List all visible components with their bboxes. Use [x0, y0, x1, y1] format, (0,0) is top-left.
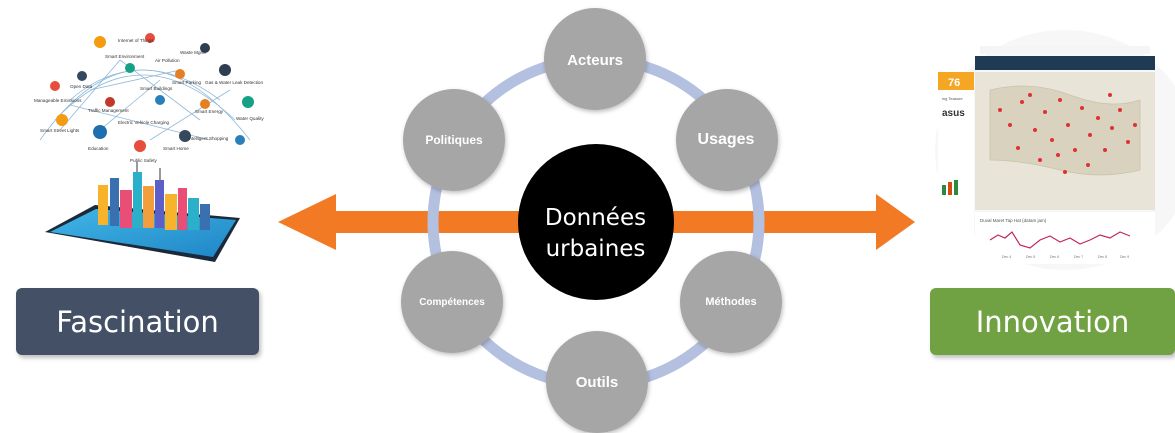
node-acteurs: [544, 8, 646, 110]
svg-text:Dec 4: Dec 4: [1002, 255, 1011, 259]
innovation-label: Innovation: [975, 304, 1130, 339]
svg-text:asus: asus: [942, 108, 965, 119]
svg-text:Gas & Water Leak Detection: Gas & Water Leak Detection: [205, 80, 263, 85]
dashboard-header: [975, 56, 1155, 70]
svg-text:Public Safety: Public Safety: [130, 158, 158, 163]
svg-text:Open Data: Open Data: [70, 84, 93, 89]
node-label-outils: Outils: [575, 373, 619, 391]
node-methodes: [680, 251, 782, 353]
dashboard-sidebar: [938, 72, 974, 262]
map-markers: [998, 93, 1137, 174]
svg-text:Dec 8: Dec 8: [1098, 255, 1107, 259]
center-label-line1: Données: [544, 205, 647, 231]
node-outils: [546, 331, 648, 433]
svg-text:Dec 6: Dec 6: [1050, 255, 1059, 259]
iot-icons: [50, 33, 254, 152]
svg-text:Dec 5: Dec 5: [1026, 255, 1035, 259]
center-circle: [518, 144, 674, 300]
dashboard-illustration: 76 ing Teasure asus Duval Maret Tap Hat …: [935, 30, 1175, 270]
iot-labels: Internet of Things Smart Environment Air…: [34, 38, 264, 163]
center-label: Données urbaines: [518, 188, 673, 280]
node-label-usages: Usages: [697, 131, 755, 148]
svg-text:Traffic Management: Traffic Management: [88, 108, 129, 113]
svg-text:Smart Buildings: Smart Buildings: [140, 86, 173, 91]
svg-text:Smart Street Lights: Smart Street Lights: [40, 128, 80, 133]
node-label-methodes: Méthodes: [705, 296, 757, 308]
fascination-box: Fascination: [16, 288, 259, 355]
fascination-label: Fascination: [56, 304, 219, 339]
chart-line: [989, 231, 1131, 249]
svg-text:Electric Vehicle Charging: Electric Vehicle Charging: [118, 120, 170, 125]
dashboard-number: 76: [948, 77, 960, 89]
node-label-acteurs: Acteurs: [567, 51, 623, 69]
city-tablet: [45, 162, 240, 262]
svg-text:Dec 9: Dec 9: [1120, 255, 1129, 259]
node-label-politiques: Politiques: [425, 133, 483, 147]
svg-text:Smart Parking: Smart Parking: [172, 80, 202, 85]
node-usages: [676, 89, 778, 191]
left-arrow: [278, 194, 550, 250]
svg-text:Manageable Emissions: Manageable Emissions: [34, 98, 82, 103]
node-label-competences: Compétences: [419, 296, 485, 308]
city-buildings: [98, 162, 210, 230]
svg-text:Smart Energy: Smart Energy: [195, 109, 224, 114]
svg-text:Intelligent Shopping: Intelligent Shopping: [188, 136, 229, 141]
chart-x-ticks: Dec 4 Dec 5 Dec 6 Dec 7 Dec 8 Dec 9: [1002, 255, 1129, 259]
svg-text:Smart Environment: Smart Environment: [105, 54, 145, 59]
node-competences: [401, 251, 503, 353]
svg-text:Air Pollution: Air Pollution: [155, 58, 180, 63]
iot-network: [39, 59, 251, 141]
dashboard-topbar: [980, 46, 1150, 54]
svg-text:Waste Mgmt: Waste Mgmt: [180, 50, 206, 55]
svg-text:Education: Education: [88, 146, 109, 151]
svg-text:Water Quality: Water Quality: [236, 116, 264, 121]
node-politiques: [403, 89, 505, 191]
svg-text:Duval Maret Tap Hat (datam jam: Duval Maret Tap Hat (datam jam): [980, 218, 1047, 223]
svg-text:Smart Home: Smart Home: [163, 146, 189, 151]
center-label-line2: urbaines: [545, 236, 646, 262]
smart-city-illustration: Internet of Things Smart Environment Air…: [34, 33, 264, 262]
svg-text:Dec 7: Dec 7: [1074, 255, 1083, 259]
svg-text:ing Teasure: ing Teasure: [942, 96, 963, 101]
innovation-box: Innovation: [930, 288, 1175, 355]
right-arrow: [640, 194, 915, 250]
svg-text:Internet of Things: Internet of Things: [118, 38, 154, 43]
